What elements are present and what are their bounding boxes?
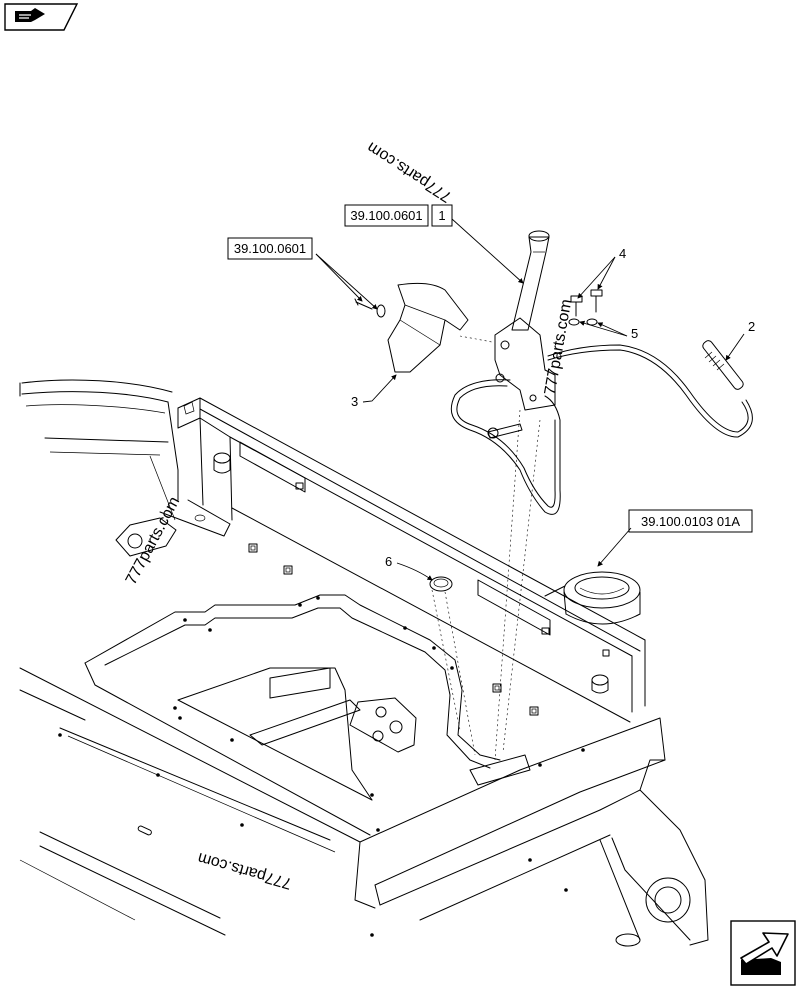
cover-screw <box>354 298 386 318</box>
callout-item-6[interactable]: 6 <box>385 554 433 581</box>
bolts-item-4 <box>570 289 603 317</box>
callout-item-3[interactable]: 3 <box>351 374 397 409</box>
callout-lever-ref[interactable]: 39.100.0601 1 <box>344 204 524 284</box>
machine-frame-drawing <box>19 335 709 947</box>
callout-item-2[interactable]: 2 <box>725 319 755 361</box>
watermark: 777parts.com <box>364 138 455 205</box>
item-5-number: 5 <box>631 326 638 341</box>
watermark: 777parts.com <box>123 494 184 588</box>
lever-item-number: 1 <box>438 208 445 223</box>
washers-item-5 <box>568 318 598 326</box>
callout-item-4[interactable]: 4 <box>577 246 626 299</box>
callout-cover-ref[interactable]: 39.100.0601 <box>227 237 378 310</box>
item-6-number: 6 <box>385 554 392 569</box>
top-left-nav-button[interactable] <box>4 3 79 31</box>
cable-item-2 <box>450 340 753 515</box>
item-4-number: 4 <box>619 246 626 261</box>
manual-hand-icon <box>15 8 45 22</box>
frame-ref-code: 39.100.0103 01A <box>641 514 740 529</box>
watermark: 777parts.com <box>542 298 576 396</box>
next-page-button[interactable] <box>730 920 796 986</box>
item-3-number: 3 <box>351 394 358 409</box>
callout-item-5[interactable]: 5 <box>579 320 638 341</box>
plug-item-6 <box>429 576 453 592</box>
watermark: 777parts.com <box>196 849 294 892</box>
item-2-number: 2 <box>748 319 755 334</box>
cover-ref-code: 39.100.0601 <box>234 241 306 256</box>
callout-frame-ref[interactable]: 39.100.0103 01A <box>597 509 753 567</box>
hand-brake-lever <box>511 230 550 331</box>
cover-item-3 <box>387 282 469 373</box>
next-page-arrow-icon <box>740 932 789 975</box>
lever-bracket <box>494 317 556 411</box>
lever-ref-code: 39.100.0601 <box>350 208 422 223</box>
